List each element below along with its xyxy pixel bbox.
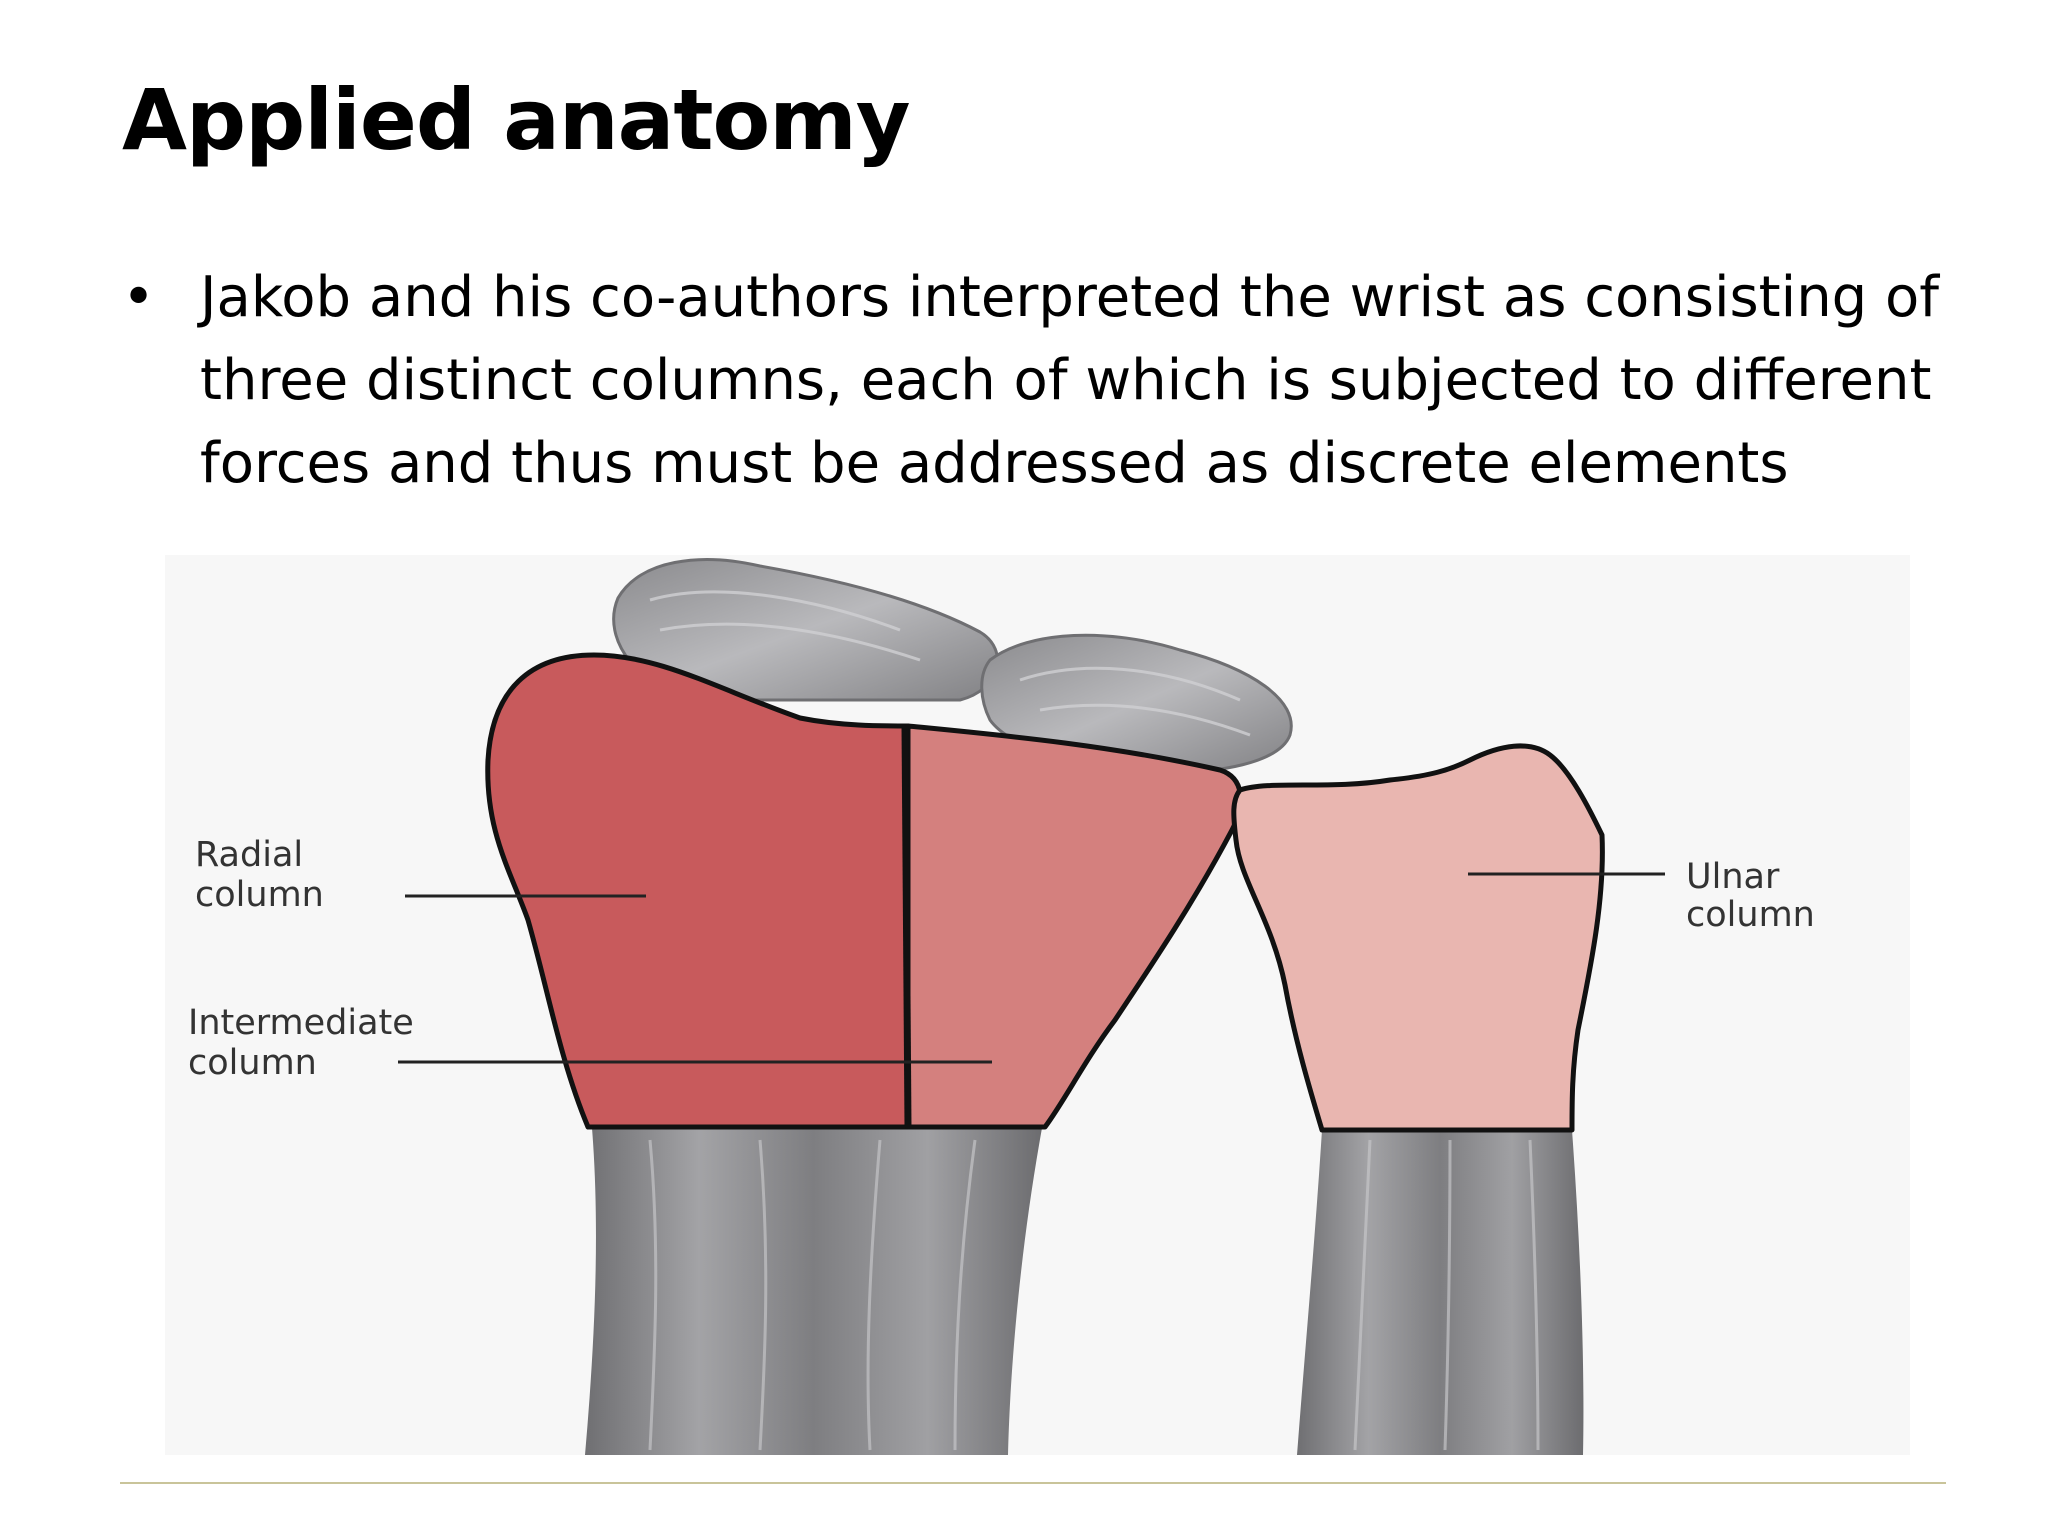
bullet-item: • Jakob and his co-authors interpreted t…: [122, 256, 1952, 505]
radial-label-line-1: Radial: [195, 835, 303, 875]
carpal-bones: [612, 558, 1293, 774]
ulnar-label-line-1: Ulnar: [1686, 857, 1780, 897]
intermediate-label-line-2: column: [188, 1043, 317, 1083]
intermediate-column: [905, 723, 1244, 1130]
bullet-marker: •: [122, 265, 156, 330]
bullet-line-1: Jakob and his co-authors interpreted the…: [200, 265, 1940, 330]
radius-shaft: [585, 1128, 1042, 1455]
bullet-line-3: forces and thus must be addressed as dis…: [200, 431, 1789, 496]
figure-background: [165, 555, 1910, 1455]
ulna-shaft: [1297, 1130, 1584, 1455]
radial-column: [485, 652, 911, 1130]
ulna-shaft-texture: [1353, 1139, 1540, 1451]
slide-title: Applied anatomy: [122, 71, 911, 169]
leader-lines: [398, 872, 1665, 1064]
radial-label-line-2: column: [195, 875, 324, 915]
intermediate-label-line-1: Intermediate: [188, 1003, 414, 1043]
ulnar-label-line-2: column: [1686, 895, 1815, 935]
footer-divider: [120, 1482, 1946, 1484]
carpal-texture: [649, 590, 1251, 737]
ulnar-column: [1231, 743, 1605, 1133]
column-divider: [901, 725, 912, 1128]
bullet-list: • Jakob and his co-authors interpreted t…: [122, 256, 1952, 505]
radius-shaft-texture: [648, 1139, 977, 1451]
bullet-line-2: three distinct columns, each of which is…: [200, 348, 1932, 413]
